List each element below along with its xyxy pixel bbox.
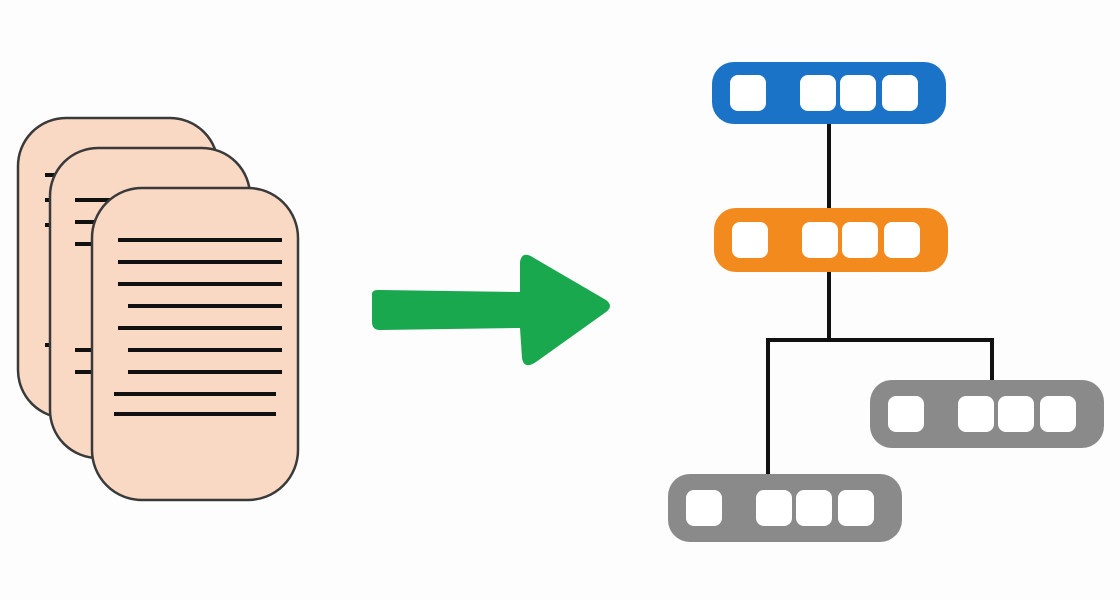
tree-node-root [712,62,946,124]
tree-nodes [668,62,1104,542]
node-slot [882,75,918,111]
node-slot [842,222,878,258]
node-slot [888,396,924,432]
document-stack [16,116,300,502]
connector-branch [766,338,994,475]
node-slot [998,396,1034,432]
node-slot [802,222,838,258]
tree-node-leaf-right [870,380,1104,448]
node-slot [958,396,994,432]
document-front [90,186,300,502]
tree-node-leaf-left [668,474,902,542]
arrow-icon [371,254,610,366]
node-slot [840,75,876,111]
tree-node-level2 [714,208,948,272]
tree-connectors [766,118,994,475]
node-slot [1040,396,1076,432]
node-slot [884,222,920,258]
node-slot [838,490,874,526]
node-slot [730,75,766,111]
node-slot [800,75,836,111]
node-slot [756,490,792,526]
node-slot [686,490,722,526]
document-text-lines [114,238,282,416]
node-slot [732,222,768,258]
node-slot [796,490,832,526]
